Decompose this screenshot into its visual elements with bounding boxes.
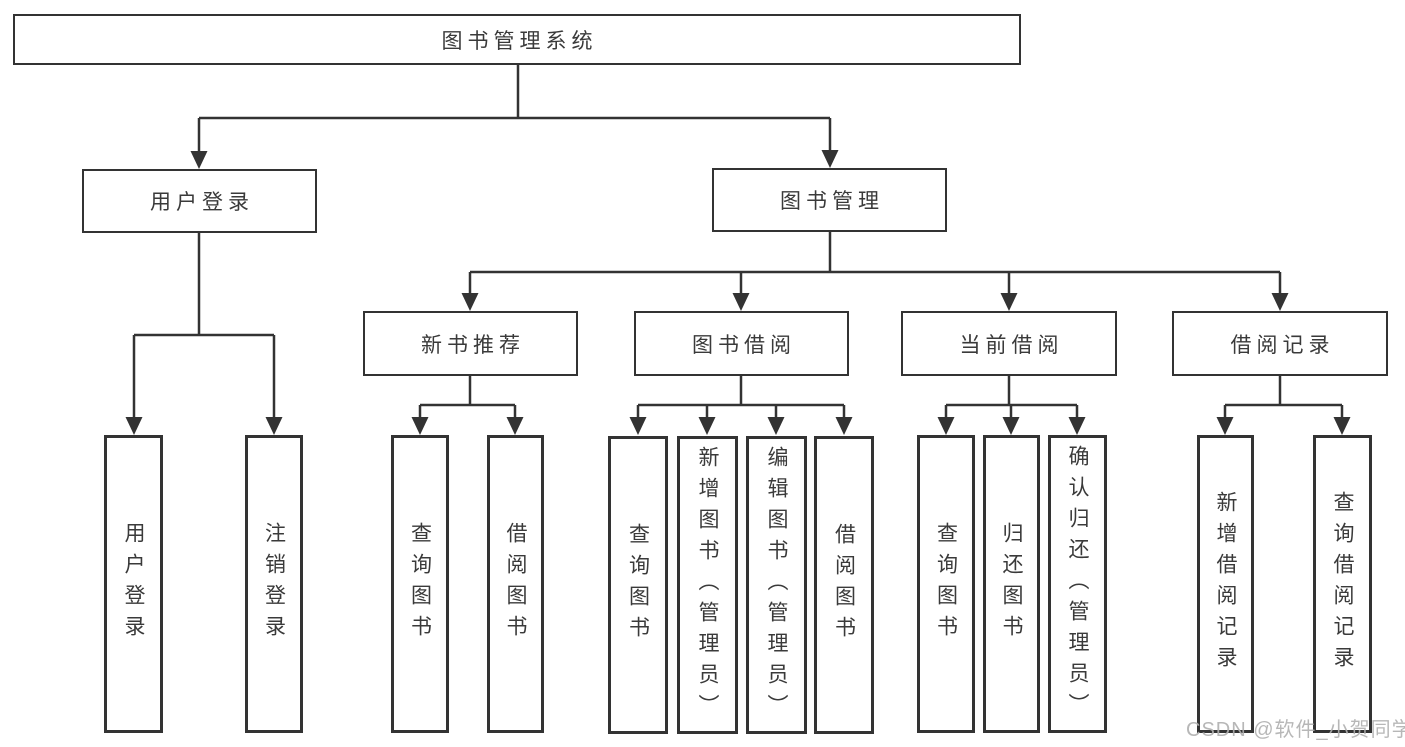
node-user-login: 用户登录 <box>82 169 317 233</box>
node-leaf-logout: 注销登录 <box>245 435 303 733</box>
node-leaf-logout-label: 注销登录 <box>262 522 286 646</box>
arrowheads <box>125 150 1351 435</box>
node-bb-edit-books-admin-label: 编辑图书（管理员） <box>765 445 788 725</box>
node-book-borrow-label: 图书借阅 <box>692 333 796 357</box>
node-new-book-recommend: 新书推荐 <box>363 311 578 376</box>
node-bb-borrow-books-label: 借阅图书 <box>832 523 856 647</box>
node-br-add-record-label: 新增借阅记录 <box>1214 491 1237 677</box>
node-br-query-record: 查询借阅记录 <box>1313 435 1372 733</box>
node-book-mgmt: 图书管理 <box>712 168 947 232</box>
node-leaf-user-login: 用户登录 <box>104 435 163 733</box>
csdn-watermark: CSDN @软件_小贺同学 <box>1186 719 1405 741</box>
node-cb-return-books-label: 归还图书 <box>1000 522 1023 646</box>
node-book-borrow: 图书借阅 <box>634 311 849 376</box>
node-br-add-record: 新增借阅记录 <box>1197 435 1254 733</box>
node-nb-borrow-books: 借阅图书 <box>487 435 544 733</box>
node-nb-query-books-label: 查询图书 <box>408 522 432 646</box>
node-root-label: 图书管理系统 <box>441 29 598 53</box>
node-nb-query-books: 查询图书 <box>391 435 449 733</box>
node-root: 图书管理系统 <box>13 14 1021 65</box>
node-bb-query-books: 查询图书 <box>608 436 668 734</box>
node-bb-edit-books-admin: 编辑图书（管理员） <box>746 436 807 734</box>
node-user-login-label: 用户登录 <box>150 191 254 214</box>
node-cb-confirm-return-admin-label: 确认归还（管理员） <box>1066 444 1089 724</box>
node-bb-add-books-admin-label: 新增图书（管理员） <box>696 445 719 725</box>
node-cb-return-books: 归还图书 <box>983 435 1040 733</box>
node-borrow-records: 借阅记录 <box>1172 311 1388 376</box>
node-cb-query-books: 查询图书 <box>917 435 975 733</box>
node-current-borrow: 当前借阅 <box>901 311 1117 376</box>
node-new-book-recommend-label: 新书推荐 <box>421 333 525 357</box>
node-current-borrow-label: 当前借阅 <box>959 333 1064 357</box>
node-nb-borrow-books-label: 借阅图书 <box>504 522 527 646</box>
node-borrow-records-label: 借阅记录 <box>1230 333 1335 357</box>
node-cb-query-books-label: 查询图书 <box>934 522 958 646</box>
node-br-query-record-label: 查询借阅记录 <box>1331 491 1354 677</box>
node-bb-query-books-label: 查询图书 <box>626 523 650 647</box>
node-leaf-user-login-label: 用户登录 <box>122 522 145 646</box>
connector-lines <box>132 65 1344 418</box>
node-book-mgmt-label: 图书管理 <box>780 190 884 213</box>
node-bb-add-books-admin: 新增图书（管理员） <box>677 436 738 734</box>
node-cb-confirm-return-admin: 确认归还（管理员） <box>1048 435 1107 733</box>
node-bb-borrow-books: 借阅图书 <box>814 436 874 734</box>
